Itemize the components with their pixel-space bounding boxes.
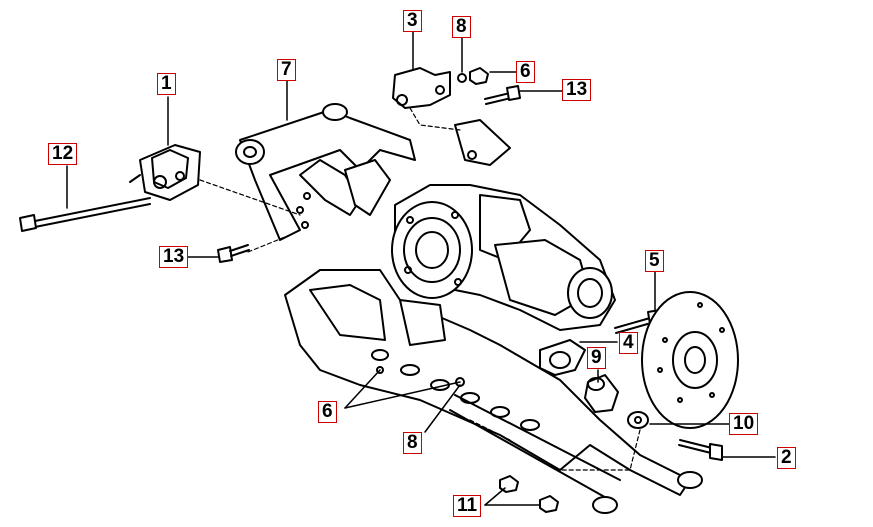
callout-part-8-upper: 8 xyxy=(452,16,471,38)
bolt-part-13-lower xyxy=(217,244,250,263)
washer-part-10 xyxy=(627,411,649,429)
bushing-part-9 xyxy=(584,374,619,413)
bolt-part-13-upper xyxy=(484,85,521,105)
upper-bracket-part-3 xyxy=(392,67,511,166)
callout-part-6-upper: 6 xyxy=(516,61,535,83)
callout-part-10: 10 xyxy=(729,413,759,435)
callout-part-4: 4 xyxy=(619,332,638,354)
final-drive-housing xyxy=(391,184,616,331)
callout-part-9: 9 xyxy=(587,347,606,369)
engine-mount-bracket-part-1 xyxy=(129,144,201,201)
leader-lines xyxy=(66,31,776,506)
bolt-part-2 xyxy=(678,439,723,461)
callout-part-13-lower: 13 xyxy=(159,246,189,268)
brake-disc xyxy=(641,291,739,429)
callout-part-12: 12 xyxy=(48,143,78,165)
rear-frame xyxy=(284,269,703,514)
nut-part-8-upper xyxy=(457,67,489,85)
callout-part-7: 7 xyxy=(277,59,296,81)
callout-part-1: 1 xyxy=(157,73,176,95)
nut-part-11 xyxy=(499,475,559,513)
swing-arm-link-part-7 xyxy=(235,103,416,241)
callout-part-8-lower: 8 xyxy=(403,432,422,454)
assembly-guide-lines xyxy=(199,107,641,471)
callout-part-11: 11 xyxy=(453,495,482,517)
callout-part-3: 3 xyxy=(403,10,422,32)
clamp-part-4 xyxy=(539,339,586,376)
long-bolt-part-12 xyxy=(19,197,151,232)
callout-part-5: 5 xyxy=(645,250,664,272)
callout-part-13-upper: 13 xyxy=(562,79,592,101)
callout-part-2: 2 xyxy=(777,447,796,469)
callout-part-6-lower: 6 xyxy=(318,401,337,423)
